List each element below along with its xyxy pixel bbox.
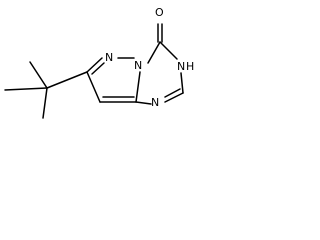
atom-label-nh-h: H — [186, 60, 194, 73]
bond-nh-ch — [180, 72, 184, 94]
bond-lines — [4, 23, 184, 119]
bond-ctbu-cq — [46, 71, 88, 89]
bond-c-nh — [159, 41, 178, 60]
atom-label-n-pyrazole: N — [105, 51, 113, 64]
bond-ctbu-npyr-b — [91, 62, 105, 75]
bond-ch-ctbu — [86, 71, 101, 103]
bond-ch-nlower-b — [164, 88, 181, 98]
bond-ch-nlower-a — [164, 92, 184, 103]
bond-ctbu-npyr-a — [86, 57, 103, 73]
atom-labels: O N H N N N — [105, 6, 194, 109]
bond-c-nbridge — [147, 41, 161, 64]
bond-cq-methyl-3 — [42, 87, 48, 119]
atom-label-o: O — [155, 6, 164, 19]
bond-nlower-cfusion — [135, 101, 152, 105]
atom-label-n-lower: N — [151, 96, 159, 109]
bond-cfusion-nbridge — [135, 71, 141, 103]
chemical-structure: O N H N N N — [4, 6, 194, 119]
bond-cq-methyl-1 — [29, 61, 48, 89]
bond-cq-methyl-2 — [4, 87, 48, 91]
atom-label-n-bridge: N — [134, 59, 142, 72]
atom-label-nh-n: N — [177, 60, 185, 73]
